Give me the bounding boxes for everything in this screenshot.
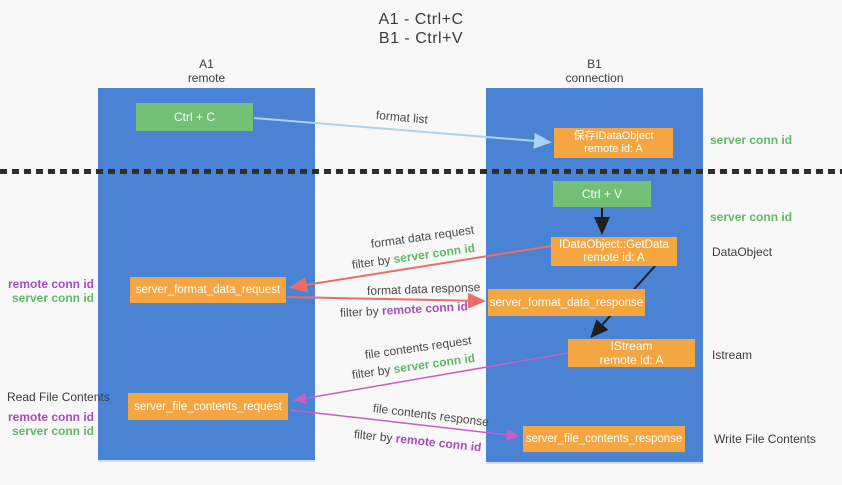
label-filter-prefix: filter by (353, 427, 394, 446)
node-server-format-data-request-label: server_format_data_request (135, 284, 281, 296)
left-server-conn-id-label-2: server conn id (11, 424, 94, 438)
node-save-dataobject-line2: remote id: A (584, 143, 643, 155)
node-getdata-line2: remote id: A (583, 251, 645, 264)
node-server-format-data-response-label: server_format_data_response (489, 296, 644, 309)
label-filter-by-remote-conn-2: filter by remote conn id (353, 427, 482, 454)
label-file-contents-response: file contents response (372, 401, 490, 430)
label-remote-conn-id-value: remote conn id (381, 299, 469, 318)
istream-label: Istream (712, 348, 753, 362)
left-server-conn-id-label: server conn id (11, 291, 94, 305)
right-column-role: connection (565, 71, 624, 85)
left-column-name: A1 (199, 57, 214, 71)
node-ctrl-c-label: Ctrl + C (173, 110, 215, 124)
node-server-format-data-request: server_format_data_request (130, 277, 286, 303)
node-ctrl-c: Ctrl + C (136, 103, 253, 131)
left-conn-id-labels-format: remote conn id server conn id (4, 277, 94, 305)
node-save-dataobject-line1: 保存IDataObject (573, 130, 654, 142)
right-column-name: B1 (587, 57, 602, 71)
label-filter-prefix: filter by (351, 252, 392, 272)
node-save-dataobject: 保存IDataObject remote id: A (554, 128, 673, 158)
write-file-contents-label: Write File Contents (714, 432, 816, 446)
node-server-file-contents-response-label: server_file_contents_response (525, 433, 683, 445)
node-ctrl-v-label: Ctrl + V (581, 187, 623, 201)
right-server-conn-id-label-2: server conn id (710, 210, 793, 224)
read-file-contents-label: Read File Contents (7, 390, 110, 404)
node-istream-line1: IStream (610, 339, 653, 353)
node-getdata: IDataObject::GetData remote id: A (551, 237, 677, 266)
label-remote-conn-id-value: remote conn id (395, 431, 483, 455)
node-server-file-contents-request-label: server_file_contents_request (134, 400, 282, 413)
node-ctrl-v: Ctrl + V (553, 181, 651, 207)
left-remote-conn-id-label-2: remote conn id (7, 410, 94, 424)
label-format-data-response: format data response (366, 280, 481, 298)
label-format-list: format list (375, 108, 429, 127)
left-remote-conn-id-label: remote conn id (7, 277, 94, 291)
label-filter-by-server-conn-1: filter by server conn id (351, 241, 476, 272)
node-istream-line2: remote id: A (599, 353, 664, 367)
label-filter-prefix: filter by (339, 303, 380, 320)
node-server-file-contents-request: server_file_contents_request (128, 393, 288, 420)
left-column-role: remote (187, 71, 226, 85)
diagram-title: A1 - Ctrl+C B1 - Ctrl+V (0, 10, 842, 48)
left-conn-id-labels-file: remote conn id server conn id (4, 410, 94, 438)
node-getdata-line1: IDataObject::GetData (559, 238, 669, 251)
diagram-title-line1: A1 - Ctrl+C (378, 11, 464, 28)
label-filter-prefix: filter by (351, 362, 392, 382)
node-server-format-data-response: server_format_data_response (488, 289, 645, 316)
phase-separator-dotted-line (0, 169, 842, 174)
dataobject-label: DataObject (712, 245, 773, 259)
node-server-file-contents-response: server_file_contents_response (523, 426, 685, 452)
diagram-title-line2: B1 - Ctrl+V (378, 30, 464, 47)
right-server-conn-id-label-1: server conn id (710, 133, 793, 147)
label-filter-by-remote-conn-1: filter by remote conn id (340, 299, 469, 320)
right-column-header: B1 connection (486, 57, 703, 85)
node-istream: IStream remote id: A (568, 339, 695, 367)
left-column-header: A1 remote (98, 57, 315, 85)
